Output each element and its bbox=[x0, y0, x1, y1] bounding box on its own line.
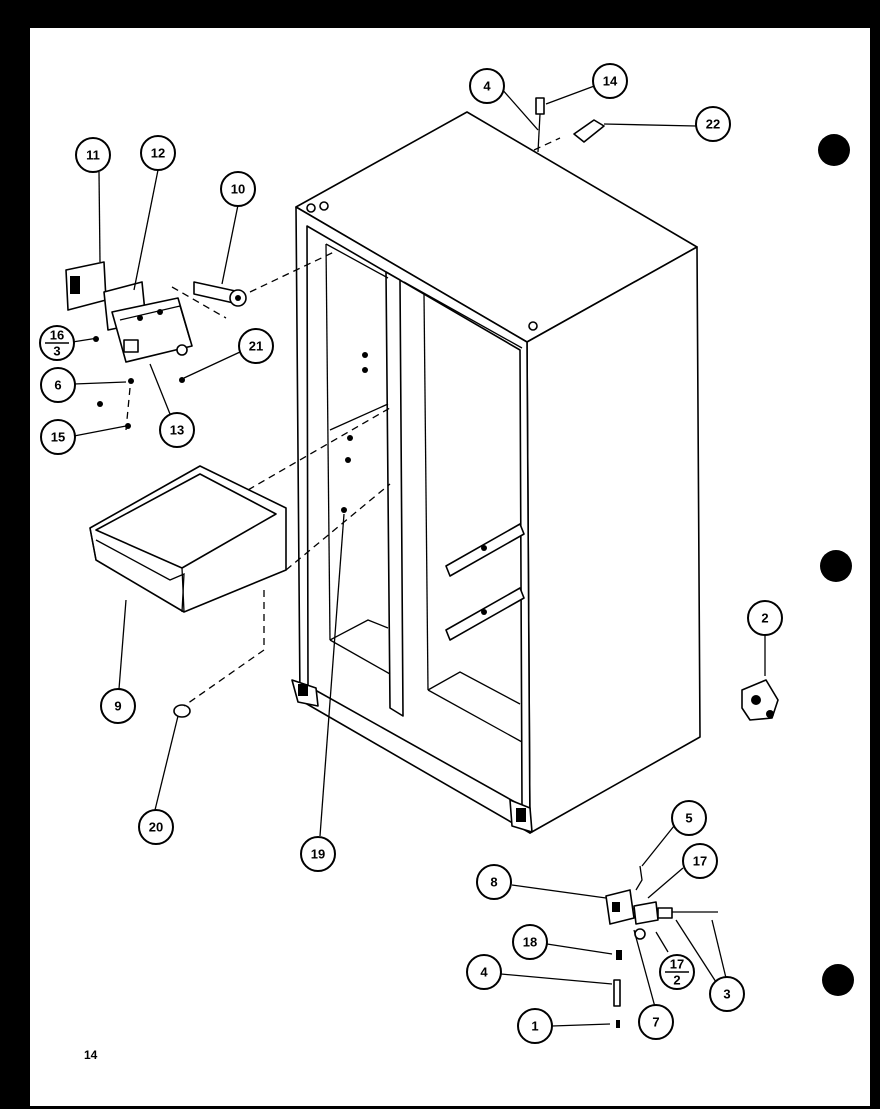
svg-text:4: 4 bbox=[483, 79, 491, 94]
svg-text:17: 17 bbox=[693, 854, 707, 869]
bottom-hinge-left bbox=[291, 679, 319, 707]
svg-text:4: 4 bbox=[480, 965, 488, 980]
part-fill-tube bbox=[193, 281, 247, 307]
part-switch-assembly bbox=[605, 865, 718, 1028]
svg-text:10: 10 bbox=[231, 182, 245, 197]
callout-17: 17 bbox=[682, 843, 718, 879]
part-grommet bbox=[173, 704, 191, 718]
svg-text:12: 12 bbox=[151, 146, 165, 161]
svg-text:21: 21 bbox=[249, 339, 263, 354]
callout-5: 5 bbox=[671, 800, 707, 836]
callout-15: 15 bbox=[40, 419, 76, 455]
svg-text:22: 22 bbox=[706, 117, 720, 132]
svg-text:3: 3 bbox=[53, 344, 60, 359]
binder-hole bbox=[820, 550, 852, 582]
svg-text:6: 6 bbox=[54, 378, 61, 393]
svg-text:7: 7 bbox=[652, 1015, 659, 1030]
callout-10: 10 bbox=[220, 171, 256, 207]
callout-8: 8 bbox=[476, 864, 512, 900]
callout-9: 9 bbox=[100, 688, 136, 724]
svg-text:15: 15 bbox=[51, 430, 65, 445]
callout-3: 3 bbox=[709, 976, 745, 1012]
callout-14: 14 bbox=[592, 63, 628, 99]
svg-text:17: 17 bbox=[670, 957, 684, 972]
svg-text:8: 8 bbox=[490, 875, 497, 890]
bottom-hinge-right bbox=[509, 799, 533, 833]
callout-21: 21 bbox=[238, 328, 274, 364]
callout-13: 13 bbox=[159, 412, 195, 448]
svg-text:20: 20 bbox=[149, 820, 163, 835]
svg-text:13: 13 bbox=[170, 423, 184, 438]
svg-text:5: 5 bbox=[685, 811, 692, 826]
callout-20: 20 bbox=[138, 809, 174, 845]
binder-hole bbox=[822, 964, 854, 996]
refrigerator-cabinet bbox=[291, 111, 701, 834]
callout-7: 7 bbox=[638, 1004, 674, 1040]
part-ice-maker bbox=[111, 297, 193, 363]
svg-text:11: 11 bbox=[86, 148, 100, 163]
callout-17-over-2: 17 2 bbox=[659, 954, 695, 990]
callout-4-top: 4 bbox=[469, 68, 505, 104]
svg-text:14: 14 bbox=[603, 74, 618, 89]
callout-11: 11 bbox=[75, 137, 111, 173]
svg-text:18: 18 bbox=[523, 935, 537, 950]
page-number: 14 bbox=[84, 1048, 98, 1062]
part-clip bbox=[535, 97, 545, 153]
callout-12: 12 bbox=[140, 135, 176, 171]
svg-text:3: 3 bbox=[723, 987, 730, 1002]
leader-lines bbox=[65, 84, 766, 1027]
svg-text:1: 1 bbox=[531, 1019, 538, 1034]
callout-18: 18 bbox=[512, 924, 548, 960]
callout-1: 1 bbox=[517, 1008, 553, 1044]
svg-text:16: 16 bbox=[50, 328, 64, 343]
binder-hole bbox=[818, 134, 850, 166]
callout-4-bottom: 4 bbox=[466, 954, 502, 990]
part-water-valve bbox=[741, 679, 779, 721]
part-plug bbox=[573, 119, 605, 143]
callout-6: 6 bbox=[40, 367, 76, 403]
svg-text:2: 2 bbox=[673, 973, 680, 988]
callout-16-over-3: 16 3 bbox=[39, 325, 75, 361]
callout-2: 2 bbox=[747, 600, 783, 636]
svg-text:2: 2 bbox=[761, 611, 768, 626]
svg-text:19: 19 bbox=[311, 847, 325, 862]
callout-19: 19 bbox=[300, 836, 336, 872]
svg-text:9: 9 bbox=[114, 699, 121, 714]
callout-22: 22 bbox=[695, 106, 731, 142]
